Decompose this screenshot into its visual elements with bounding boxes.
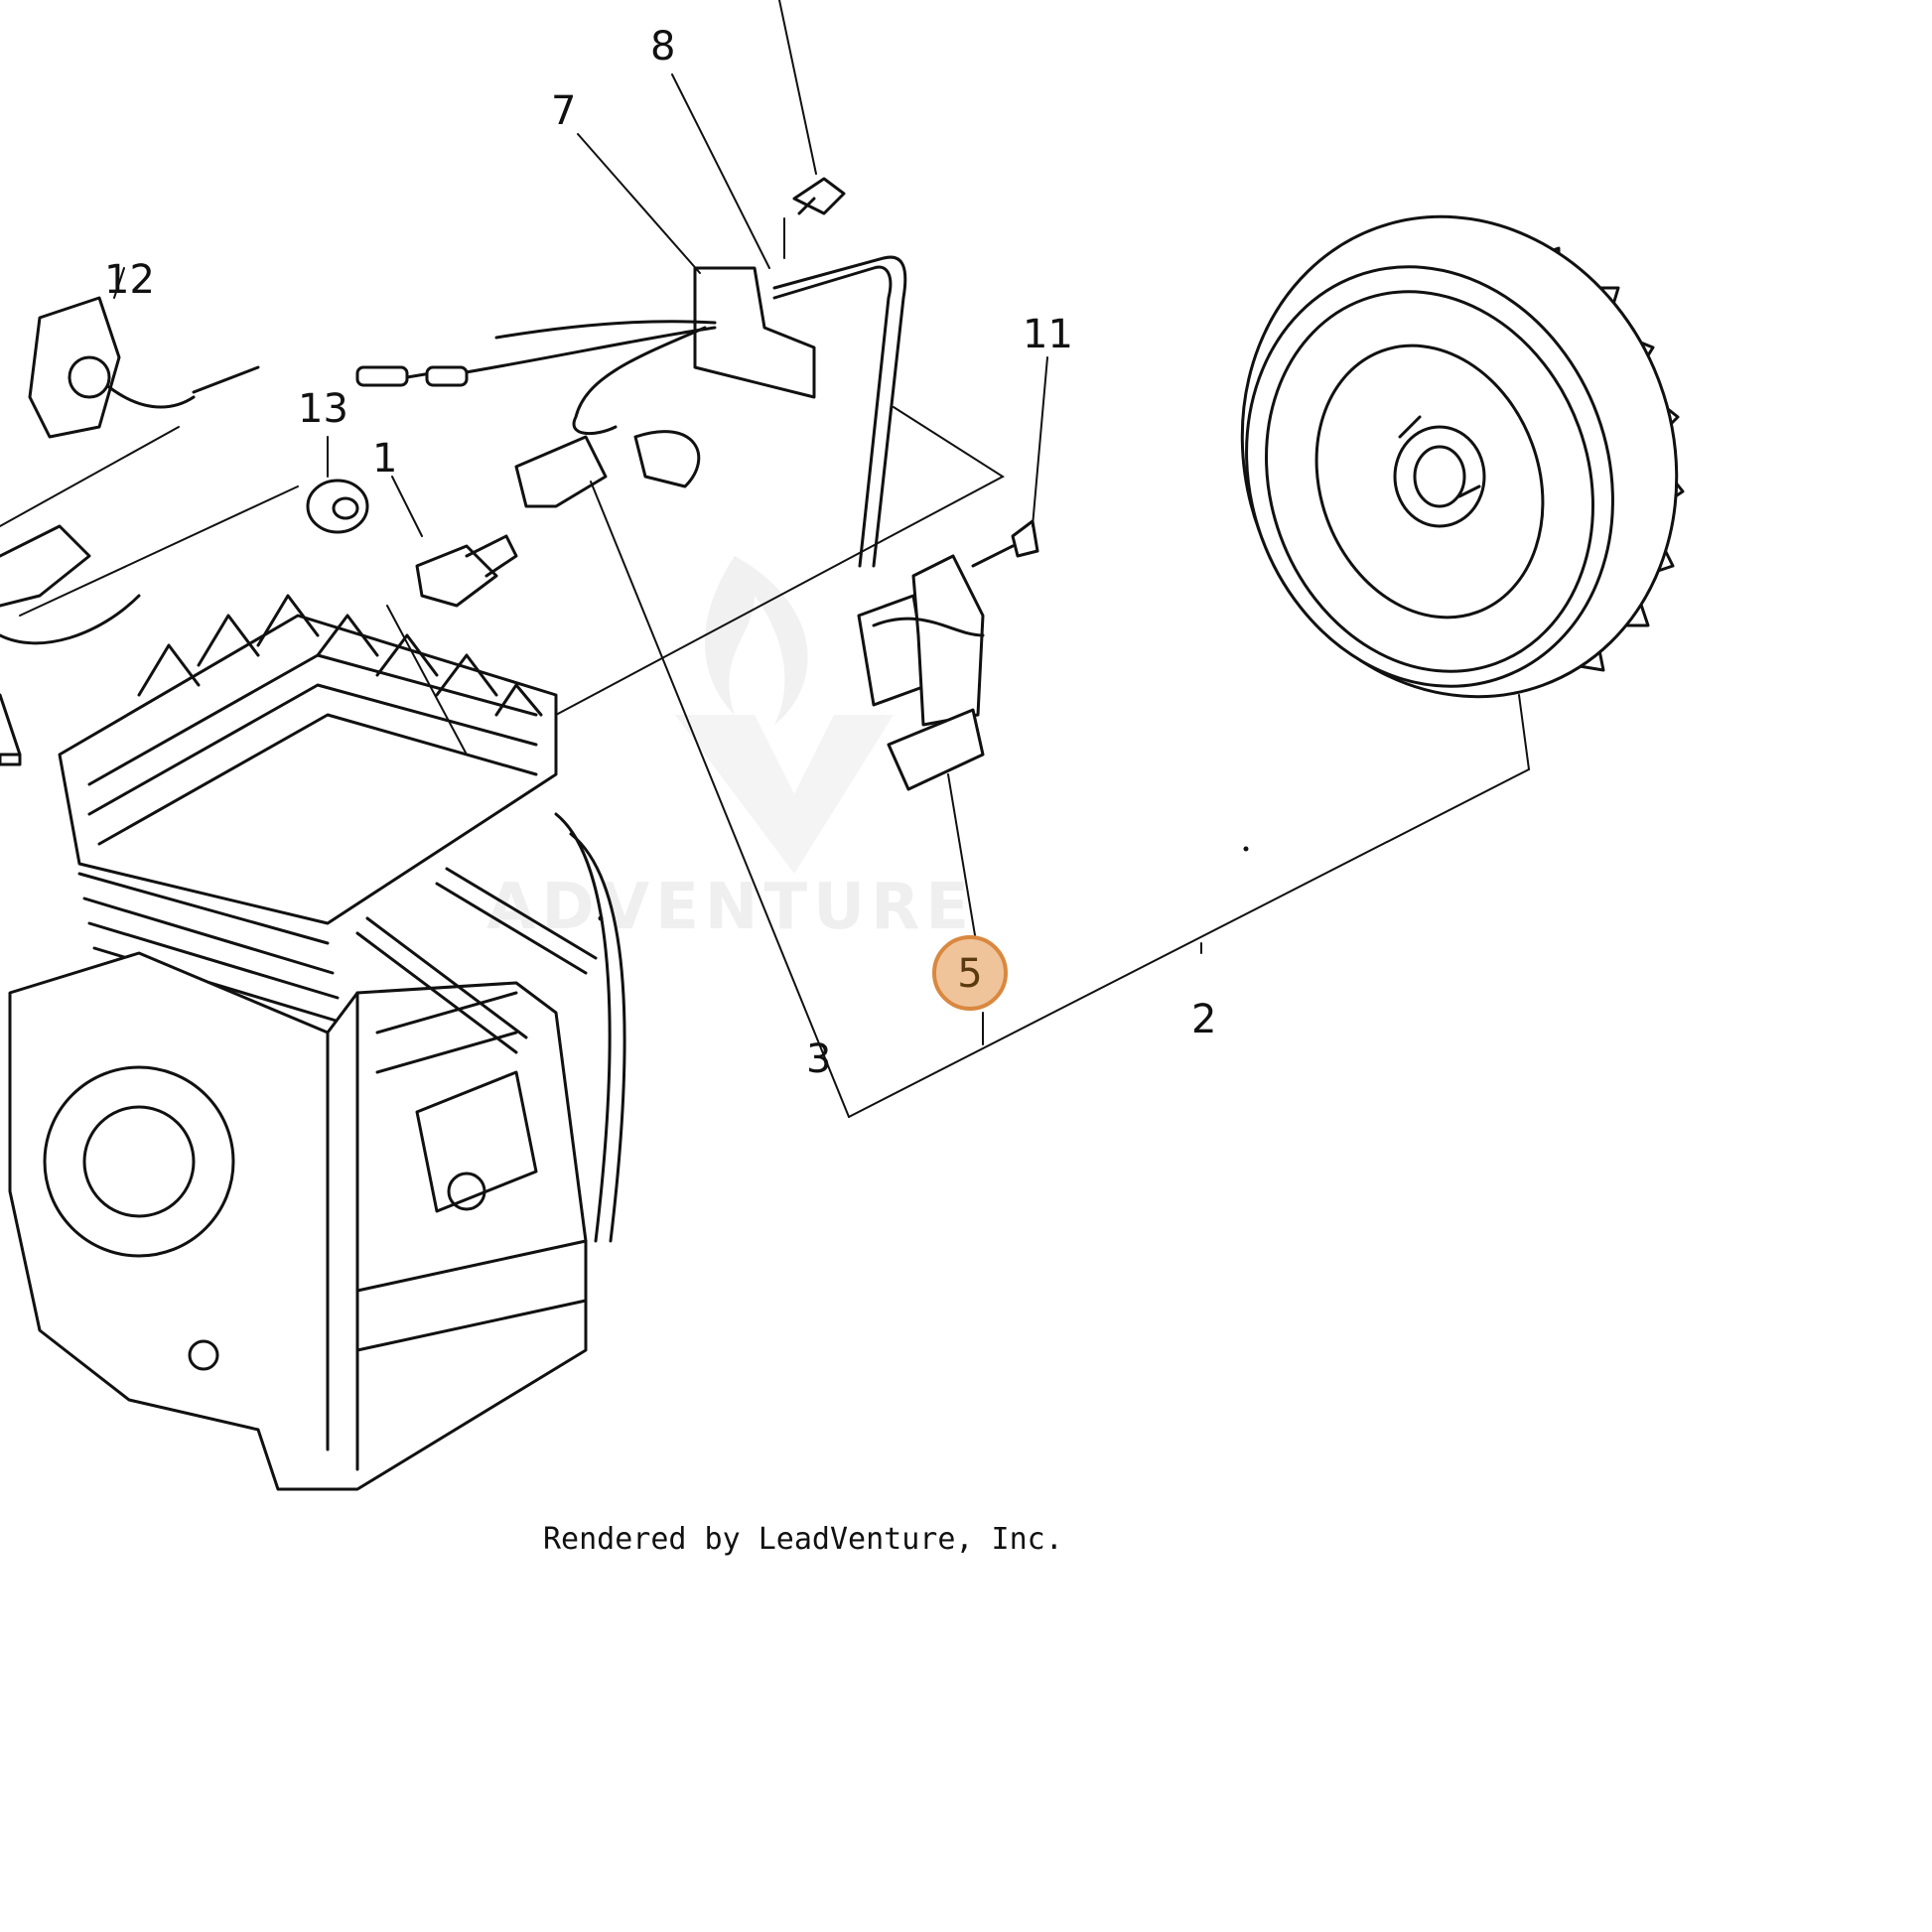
callout-13[interactable]: 13	[298, 386, 348, 432]
assembly-bracket-lines	[590, 481, 1530, 1118]
render-credit: Rendered by LeadVenture, Inc.	[543, 1522, 1063, 1557]
selection-highlight	[932, 935, 1008, 1011]
callout-2[interactable]: 2	[1191, 997, 1216, 1042]
part-12-stop-switch	[0, 267, 260, 527]
part-11-bolt	[971, 356, 1048, 568]
engine-block	[0, 524, 626, 1491]
callout-7[interactable]: 7	[551, 88, 576, 134]
callout-labels: 8 7 12 13 1 11 3 2 5	[104, 24, 1216, 1082]
callout-3[interactable]: 3	[806, 1036, 831, 1082]
callout-11[interactable]: 11	[1023, 312, 1073, 357]
callout-leaders	[577, 0, 817, 274]
selected-callout-5[interactable]: 5	[932, 935, 1008, 1011]
part-7-8-bracket-and-wire	[355, 217, 1005, 716]
watermark-v-logo	[675, 715, 894, 874]
callout-8[interactable]: 8	[650, 24, 675, 69]
bolt-upper	[792, 177, 846, 215]
part-5-ignition-coil	[857, 554, 985, 954]
watermark: ADVENTURE	[486, 556, 975, 944]
watermark-text: ADVENTURE	[486, 871, 975, 944]
callout-12[interactable]: 12	[104, 257, 155, 303]
part-2-flywheel	[1240, 214, 1685, 770]
part-1-spark-plug	[386, 476, 518, 756]
part-13-nut	[19, 436, 369, 617]
callout-1[interactable]: 1	[372, 436, 397, 482]
watermark-flame-logo	[705, 556, 808, 725]
callout-5[interactable]: 5	[957, 951, 982, 997]
